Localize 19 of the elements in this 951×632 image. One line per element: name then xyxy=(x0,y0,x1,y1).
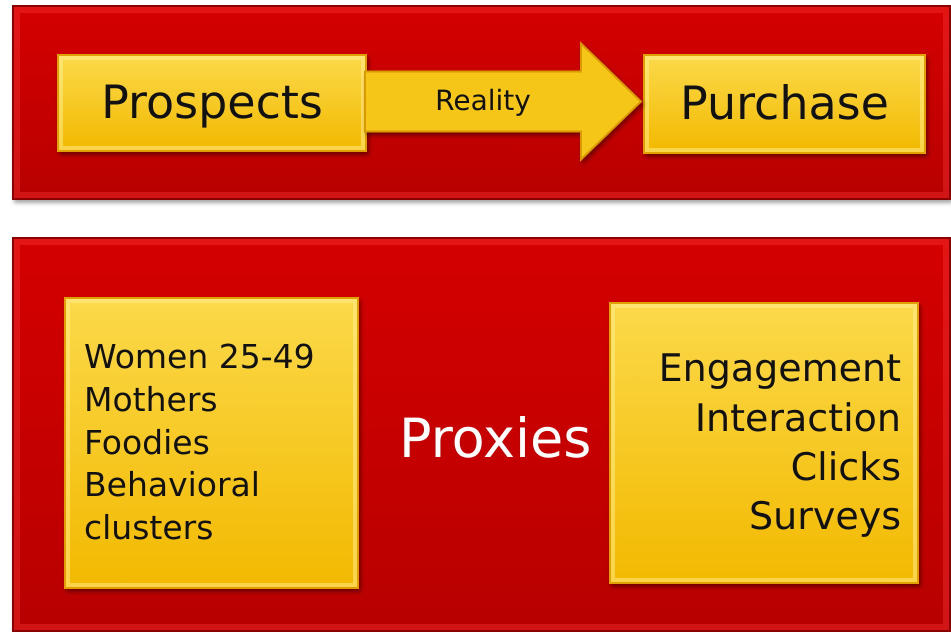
list-card xyxy=(609,302,919,584)
block-arrow xyxy=(364,41,642,162)
list-item: Behavioral clusters xyxy=(84,464,261,550)
list-item: Foodies xyxy=(84,422,211,464)
list-item: Interaction xyxy=(694,394,901,442)
banner-panel xyxy=(12,237,951,632)
label-card xyxy=(57,54,367,152)
list-item: Engagement xyxy=(658,345,901,392)
edge-label: Reality xyxy=(434,84,532,116)
banner-panel xyxy=(12,5,951,200)
list-item: Mothers xyxy=(84,378,219,421)
label-card xyxy=(643,54,926,154)
card-label: Prospects xyxy=(100,74,324,132)
list-item: Women 25-49 xyxy=(84,336,316,378)
card-label: Purchase xyxy=(679,75,890,132)
list-item: Clicks xyxy=(790,444,901,491)
heading-text: Proxies xyxy=(399,407,592,470)
list-card xyxy=(64,297,359,589)
list-item: Surveys xyxy=(748,493,901,540)
